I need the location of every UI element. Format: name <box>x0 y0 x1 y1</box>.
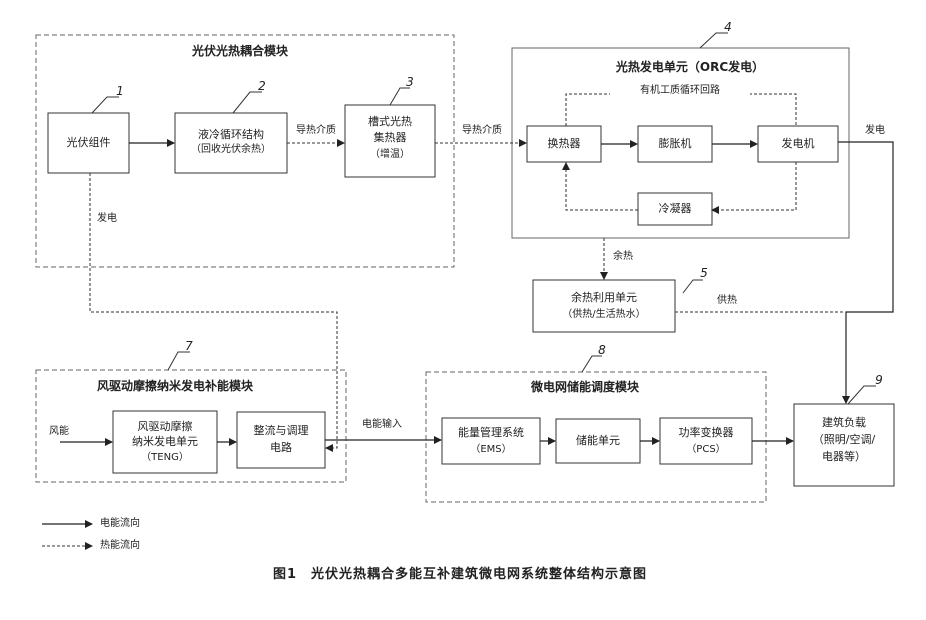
teng-label-3: （TENG） <box>113 451 217 465</box>
teng-label-2: 纳米发电单元 <box>113 435 217 449</box>
trough-label-1: 槽式光热 <box>345 115 435 129</box>
teng-label-1: 风驱动摩擦 <box>113 420 217 434</box>
callout-2: 2 <box>255 79 269 93</box>
callout-7: 7 <box>182 339 196 353</box>
rectifier-label-1: 整流与调理 <box>237 424 325 438</box>
callout-8: 9 <box>872 373 886 387</box>
rectifier-box <box>237 412 325 468</box>
ems-label-2: （EMS） <box>442 443 540 457</box>
edge-power-in: 电能输入 <box>352 418 412 432</box>
waste-heat-label-1: 余热利用单元 <box>533 291 675 305</box>
edge-fluid-2: 导热介质 <box>452 124 512 138</box>
edge-fluid-1: 导热介质 <box>288 124 344 138</box>
module-wind-title: 风驱动摩擦纳米发电补能模块 <box>60 379 290 393</box>
pcs-label-1: 功率变换器 <box>660 426 752 440</box>
liquid-cooling-label-1: 液冷循环结构 <box>175 128 287 142</box>
module-orc-title: 光热发电单元（ORC发电） <box>595 60 785 74</box>
callout-3: 3 <box>403 75 417 89</box>
edge-waste-heat: 余热 <box>608 250 638 264</box>
liquid-cooling-label-2: （回收光伏余热） <box>175 143 287 157</box>
legend-heat-label: 热能流向 <box>100 539 180 553</box>
storage-label: 储能单元 <box>556 434 640 448</box>
callout-1: 1 <box>113 84 127 98</box>
pcs-label-2: （PCS） <box>660 443 752 457</box>
edge-supply-heat: 供热 <box>712 294 742 308</box>
trough-label-3: （增温） <box>345 148 435 162</box>
callout-4: 4 <box>721 20 735 34</box>
waste-heat-box <box>533 280 675 332</box>
edge-wind-in: 风能 <box>44 425 74 439</box>
expander-label: 膨胀机 <box>638 137 712 151</box>
module-micro-title: 微电网储能调度模块 <box>485 380 685 394</box>
trough-label-2: 集热器 <box>345 131 435 145</box>
pv-module-label: 光伏组件 <box>48 136 129 150</box>
load-label-1: 建筑负载 <box>794 416 894 430</box>
edge-cycle: 有机工质循环回路 <box>610 84 750 98</box>
ems-box <box>442 418 540 464</box>
edge-pv-power: 发电 <box>92 212 122 226</box>
legend-power-label: 电能流向 <box>100 517 180 531</box>
heat-exchanger-label: 换热器 <box>527 137 601 151</box>
rectifier-label-2: 电路 <box>237 441 325 455</box>
callout-5: 5 <box>697 266 711 280</box>
figure-caption: 图1 光伏光热耦合多能互补建筑微电网系统整体结构示意图 <box>180 568 740 582</box>
load-label-2: （照明/空调/ <box>794 433 894 447</box>
condenser-label: 冷凝器 <box>638 202 712 216</box>
generator-label: 发电机 <box>758 137 838 151</box>
load-label-3: 电器等） <box>794 450 894 464</box>
ems-label-1: 能量管理系统 <box>442 426 540 440</box>
module-pvt-title: 光伏光热耦合模块 <box>150 44 330 58</box>
pcs-box <box>660 418 752 464</box>
callout-6: 8 <box>595 343 609 357</box>
edge-gen-power: 发电 <box>858 124 892 138</box>
waste-heat-label-2: （供热/生活热水） <box>533 308 675 322</box>
